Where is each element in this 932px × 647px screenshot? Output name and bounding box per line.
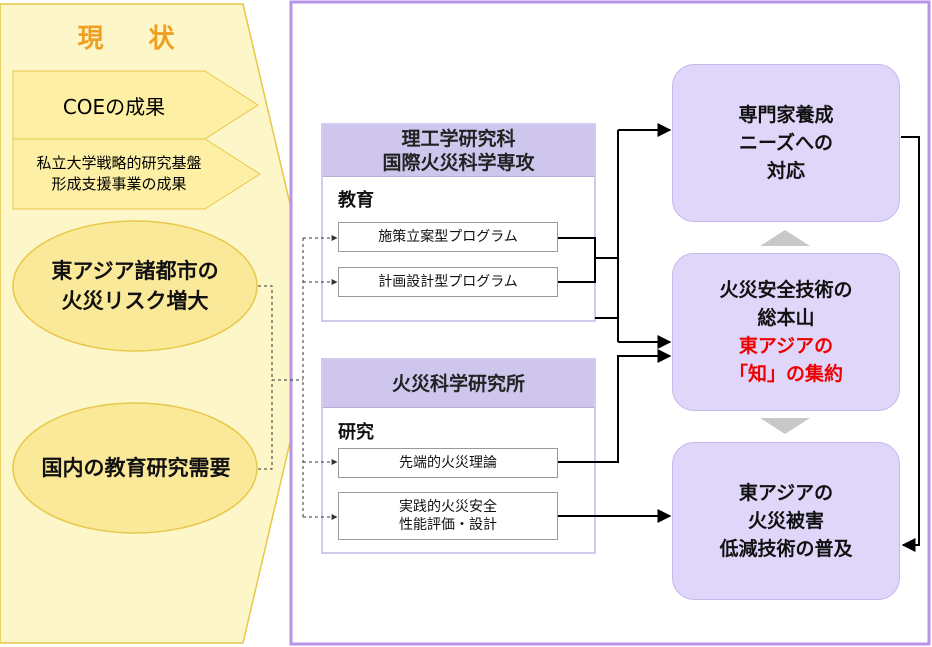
down-triangle — [760, 418, 810, 434]
research-label: 研究 — [338, 422, 374, 443]
coe-results-arrow: COEの成果 — [62, 94, 166, 119]
status-title: 現 状 — [77, 23, 193, 54]
demand-ellipse-shape — [12, 402, 258, 534]
education-label: 教育 — [338, 190, 374, 211]
technology-dissemination-box: 東アジアの 火災被害 低減技術の普及 — [672, 442, 900, 600]
expert-training-box: 専門家養成 ニーズへの 対応 — [672, 64, 900, 222]
hub-red-label: 東アジアの 「知」の集約 — [728, 335, 843, 385]
school-header: 理工学研究科 国際火災科学専攻 — [323, 125, 594, 177]
design-program-item: 計画設計型プログラム — [338, 267, 558, 297]
institute-header: 火災科学研究所 — [323, 360, 594, 408]
support-arrow-shape — [12, 138, 261, 210]
policy-program-item: 施策立案型プログラム — [338, 222, 558, 252]
performance-design-item: 実践的火災安全 性能評価・設計 — [338, 492, 558, 540]
support-program-arrow: 私立大学戦略的研究基盤 形成支援事業の成果 — [36, 154, 202, 193]
fire-safety-hub-box: 火災安全技術の 総本山 東アジアの 「知」の集約 — [672, 253, 900, 411]
up-triangle — [760, 230, 810, 246]
coe-arrow-shape — [12, 70, 259, 140]
risk-ellipse-label: 東アジア諸都市の 火災リスク増大 — [51, 259, 219, 313]
demand-ellipse-label: 国内の教育研究需要 — [41, 456, 231, 480]
fire-theory-item: 先端的火災理論 — [338, 448, 558, 478]
risk-ellipse-shape — [12, 220, 258, 352]
hub-label: 火災安全技術の 総本山 — [719, 279, 853, 329]
